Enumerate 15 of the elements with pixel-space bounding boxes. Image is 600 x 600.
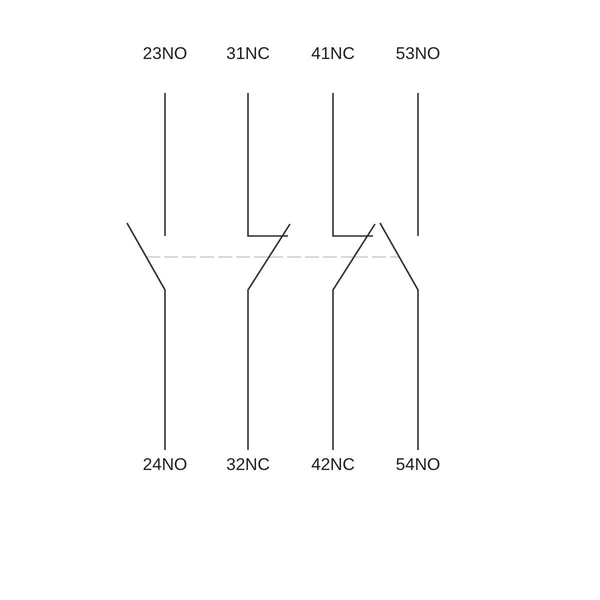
mechanical-linkage-line <box>269 256 354 258</box>
terminal-label: 42NC <box>311 455 355 475</box>
normally-open-contact-symbol <box>126 93 166 450</box>
terminal-label: 41NC <box>311 44 355 64</box>
normally-open-contact-symbol <box>379 93 419 450</box>
terminal-label: 23NO <box>142 44 188 64</box>
normally-closed-contact-symbol <box>247 93 291 450</box>
terminal-label: 53NO <box>396 44 440 64</box>
mechanical-linkage-line <box>354 256 400 258</box>
terminal-label: 31NC <box>226 44 270 64</box>
mechanical-linkage-line <box>146 256 269 258</box>
terminal-label: 54NO <box>396 455 440 475</box>
terminal-label: 24NO <box>142 455 188 475</box>
normally-closed-contact-symbol <box>332 93 376 450</box>
terminal-label: 32NC <box>226 455 270 475</box>
